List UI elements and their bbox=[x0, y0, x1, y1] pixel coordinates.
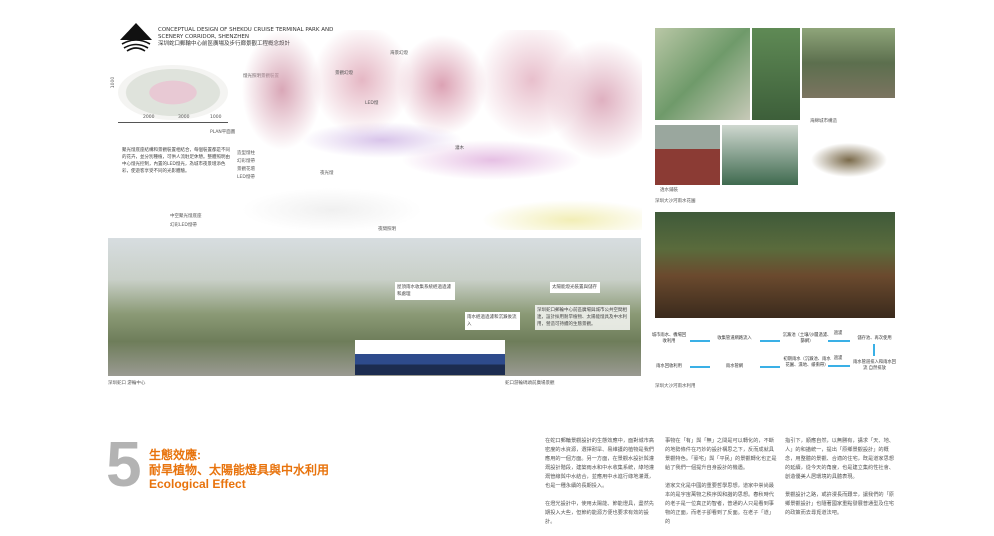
heading-cn-1: 生態效應: bbox=[149, 448, 201, 462]
flow-node: 雨水回收利用 bbox=[656, 364, 682, 369]
illus-label: 造型燈柱 bbox=[237, 151, 255, 156]
illus-label: 灌木 bbox=[455, 146, 464, 151]
wetland-section-illustration bbox=[655, 212, 895, 318]
article-column-2: 事物在「有」與「無」之間是可以轉化的，不斷的地勢條件在巧妙的設計構思之下，反而成… bbox=[665, 437, 777, 536]
flow-node: 收集管道網路流入 bbox=[717, 336, 752, 341]
plan-description: 聚光燈底座結構和景觀裝置相結合，每個裝置都是不同的花卉，並分別種植，可供人流駐足… bbox=[122, 148, 230, 174]
arrow-icon bbox=[690, 366, 710, 368]
caption: 深圳大沙河雨水花園 bbox=[655, 199, 696, 204]
photo-label: 透水鋪裝 bbox=[660, 188, 678, 193]
paragraph: 在燈光設計中，使用太陽能、節能燈具，盡然先期投入大些，但節約能源方便也要求有效的… bbox=[545, 501, 654, 525]
illus-label: 幻彩LED燈帶 bbox=[170, 223, 197, 228]
render-text: 深圳蛇口郵輪中心前區廣場與城市公共空間相連，設計採用耐旱植物、太陽能燈具及中水利… bbox=[535, 305, 630, 330]
dim: 2000 bbox=[143, 115, 155, 120]
illus-label: 景觀幻燈 bbox=[335, 71, 353, 76]
section-drawing bbox=[355, 340, 505, 375]
river-photo bbox=[802, 28, 895, 98]
illus-label: 幻彩燈帶 bbox=[237, 159, 255, 164]
plan-drawing bbox=[118, 65, 228, 120]
plan-label: PLAN平面圖 bbox=[210, 130, 236, 135]
flow-filter-label: 過濾 bbox=[833, 331, 843, 336]
caption: 深圳大沙河雨水利用 bbox=[655, 384, 696, 389]
arrow-icon bbox=[828, 340, 850, 342]
paving-photo bbox=[655, 125, 720, 185]
illus-label: 夜光燈 bbox=[320, 171, 334, 176]
flow-node: 初期雨水（沉澱池、雨水花園、濕地、緩衝帶） bbox=[783, 357, 831, 368]
plan-height-dim: 1000 bbox=[111, 76, 117, 89]
dim: 3000 bbox=[178, 115, 190, 120]
illus-label: 中空聚光燈底座 bbox=[170, 214, 202, 219]
illus-label: 景觀花壇 bbox=[237, 167, 255, 172]
arrow-icon bbox=[760, 340, 780, 342]
title-cn: 深圳蛇口郵輪中心前區廣場及步行廊景觀工程概念設計 bbox=[158, 41, 291, 47]
illus-label: 海景幻燈 bbox=[390, 51, 408, 56]
illustration-trees-planters bbox=[232, 30, 642, 230]
flow-filter-label: 過濾 bbox=[833, 356, 843, 361]
paragraph: 在蛇口郵輪景觀設計的生態效應中，面對城市高密度的水資源，選擇耐旱、易維護的植物是… bbox=[545, 438, 654, 489]
dim: 1000 bbox=[210, 115, 222, 120]
wetland-photo bbox=[752, 28, 800, 120]
render-callout: 太陽能燈光裝置與儲存 bbox=[550, 282, 600, 293]
paragraph: 指引下，順應自然，以無勝有，講求「天、地、人」的和諧統一，提出「原鄉景觀設計」的… bbox=[785, 438, 894, 480]
render-callout: 屋頂雨水收集系統經過過濾和處理 bbox=[395, 282, 455, 300]
heading-en: Ecological Effect bbox=[149, 477, 246, 491]
dim-line bbox=[118, 122, 228, 123]
aerial-plan-photo bbox=[655, 28, 750, 120]
logo-icon bbox=[120, 23, 152, 52]
rain-garden-diagram bbox=[805, 130, 893, 185]
illus-label: 夜間照明 bbox=[378, 227, 396, 232]
paragraph: 景觀設計之路，或許漫長而艱辛，讓我們的「原鄉景觀設計」也隨著國家重點發展普通型及… bbox=[785, 492, 894, 516]
flow-node: 雨水管網 bbox=[725, 364, 744, 369]
flow-node: 城市雨水、機場回收利用 bbox=[651, 333, 687, 344]
render-callout: 雨水經過過濾和沉澱後流入 bbox=[465, 312, 520, 330]
paragraph: 事物在「有」與「無」之間是可以轉化的，不斷的地勢條件在巧妙的設計構思之下，反而成… bbox=[665, 438, 777, 471]
caption: 蛇口游輪碼頭前廣場景觀 bbox=[505, 381, 555, 386]
caption: 深圳蛇口 游輪中心 bbox=[108, 381, 146, 386]
arrow-icon bbox=[690, 340, 710, 342]
article-column-1: 在蛇口郵輪景觀設計的生態效應中，面對城市高密度的水資源，選擇耐旱、易維護的植物是… bbox=[545, 437, 657, 536]
flow-node: 雨水管道排入和雨水回流 自然排放 bbox=[853, 360, 896, 371]
section-number: 5 bbox=[106, 428, 142, 500]
sponge-label: 海綿城市構造 bbox=[810, 119, 837, 124]
illus-label: LED燈 bbox=[365, 101, 379, 106]
arrow-icon bbox=[828, 365, 850, 367]
section-label: 雨水利用 bbox=[685, 321, 703, 326]
planter-photo bbox=[722, 125, 798, 185]
flow-node: 沉澱池（土壤/沙層過濾、篩網） bbox=[782, 333, 832, 344]
illus-label: LED燈帶 bbox=[237, 175, 255, 180]
arrow-icon bbox=[873, 344, 875, 356]
arrow-icon bbox=[760, 366, 780, 368]
heading-cn-2: 耐旱植物、太陽能燈具與中水利用 bbox=[149, 463, 330, 477]
article-column-3: 指引下，順應自然，以無勝有，講求「天、地、人」的和諧統一，提出「原鄉景觀設計」的… bbox=[785, 437, 897, 527]
paragraph: 道家文化是中國的重要哲學思想，道家中崇尚最本的是宇宙萬物之秩序與和諧的思想。春秋… bbox=[665, 483, 774, 525]
flow-node: 儲存池、再次使用 bbox=[857, 336, 892, 341]
